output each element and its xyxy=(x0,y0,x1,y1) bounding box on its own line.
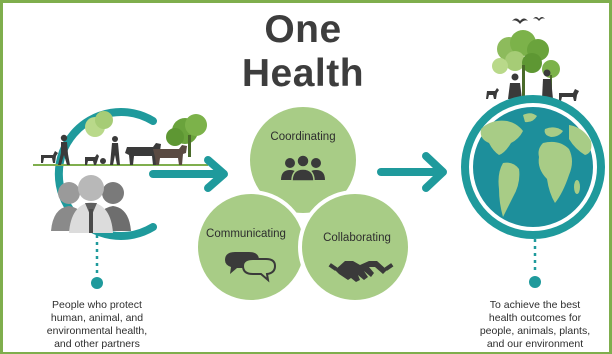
healthy-world-illustration xyxy=(461,17,605,288)
trees-icon xyxy=(85,111,207,157)
center-arrow xyxy=(377,152,447,192)
trees-on-globe-icon xyxy=(492,30,560,99)
label-coordinating: Coordinating xyxy=(270,131,335,143)
right-caption-line-2: health outcomes for xyxy=(488,312,582,324)
health-professionals-icon xyxy=(51,175,131,233)
circle-collaborating xyxy=(298,190,412,304)
birds-icon xyxy=(512,17,545,24)
title-line-one: One xyxy=(264,8,342,51)
speech-bubbles-icon xyxy=(225,252,277,283)
label-communicating: Communicating xyxy=(206,228,286,240)
people-and-partners-illustration xyxy=(33,108,228,289)
left-caption-line-4: and other partners xyxy=(54,338,140,350)
right-caption-line-4: and our environment xyxy=(486,338,584,350)
people-and-animals-on-globe xyxy=(486,69,579,101)
circle-communicating xyxy=(194,190,308,304)
left-caption-line-2: human, animal, and xyxy=(50,312,144,324)
left-caption-line-3: environmental health, xyxy=(46,325,148,337)
left-caption: People who protect human, animal, and en… xyxy=(22,299,172,351)
left-arrow-head xyxy=(204,156,228,192)
title-line-two: Health xyxy=(241,52,365,95)
right-connector-dot xyxy=(529,276,541,288)
left-connector-dot xyxy=(91,277,103,289)
label-collaborating: Collaborating xyxy=(323,232,391,244)
right-caption: To achieve the best health outcomes for … xyxy=(460,299,609,351)
people-and-animals-silhouettes xyxy=(41,134,187,165)
left-caption-line-1: People who protect xyxy=(52,299,142,311)
continents xyxy=(480,113,592,217)
handshake-icon xyxy=(328,261,394,282)
right-caption-line-1: To achieve the best xyxy=(489,299,581,311)
right-caption-line-3: people, animals, plants, xyxy=(479,325,591,337)
left-ring xyxy=(54,108,157,240)
group-of-people-icon xyxy=(281,154,325,182)
venn-circles: Coordinating Communicating Collaborating xyxy=(194,103,412,304)
one-health-diagram: Coordinating Communicating Collaborating xyxy=(33,17,605,304)
